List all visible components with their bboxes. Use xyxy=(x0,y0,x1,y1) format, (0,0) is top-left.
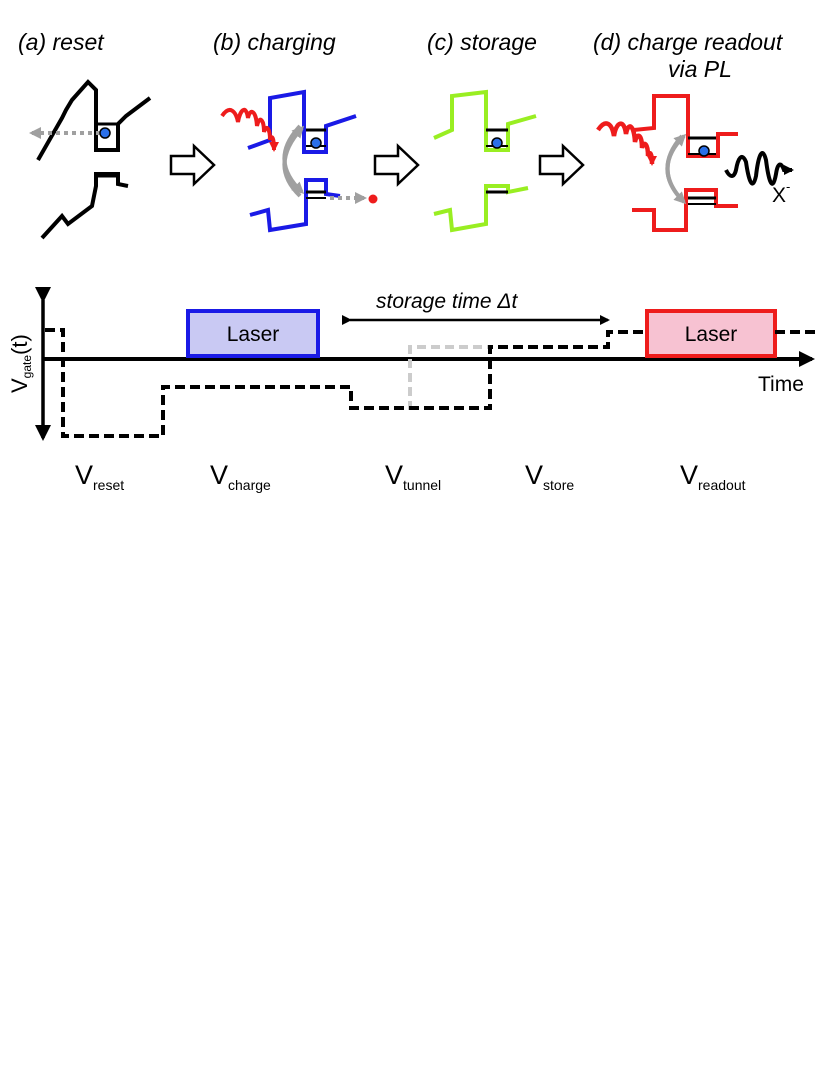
voltage-reset-label: Vreset xyxy=(75,460,124,493)
band-diagram-charging xyxy=(247,89,357,233)
conduction-band xyxy=(36,79,152,161)
exciton-label: X- xyxy=(772,179,790,207)
band-diagram-storage xyxy=(433,89,537,233)
laser-photon-icon xyxy=(596,121,657,166)
electron-dot xyxy=(99,127,111,139)
valence-band xyxy=(40,172,129,240)
gate-voltage-trace xyxy=(45,328,815,438)
panel-a-title: (a) reset xyxy=(18,29,105,55)
panel-c-title: (c) storage xyxy=(427,29,537,55)
valence-band xyxy=(433,184,529,233)
excitation-arrow-down xyxy=(665,134,687,205)
conduction-band xyxy=(633,94,738,158)
process-arrow-3 xyxy=(538,143,585,187)
storage-time-label: storage time Δt xyxy=(376,290,518,313)
valence-band xyxy=(632,188,738,232)
electron-dot xyxy=(698,145,710,157)
gate-voltage-tunnel-alt xyxy=(408,345,490,410)
laser-pulse-2 xyxy=(645,309,777,358)
panel-d-title: (d) charge readout xyxy=(593,29,784,55)
electron-dot xyxy=(310,137,322,149)
band-diagram-readout xyxy=(632,94,738,232)
voltage-charge-label: Vcharge xyxy=(210,460,271,493)
excitation-arrow-down xyxy=(282,124,305,195)
electron-dot xyxy=(491,137,503,149)
process-arrow-1 xyxy=(169,143,216,187)
panel-b-title: (b) charging xyxy=(213,29,336,55)
panel-d-subtitle: via PL xyxy=(668,56,732,82)
pl-emission-wave-icon xyxy=(724,151,794,186)
voltage-readout-label: Vreadout xyxy=(680,460,746,493)
process-arrow-2 xyxy=(373,143,420,187)
conduction-band xyxy=(433,89,537,152)
time-axis-label: Time xyxy=(758,373,804,396)
hole-dot xyxy=(368,194,378,204)
laser-pulse-1 xyxy=(186,309,320,358)
excitation-arrow-up xyxy=(282,125,305,198)
y-axis-label: Vgate(t) xyxy=(7,334,34,393)
laser-pulse-1-label: Laser xyxy=(227,323,280,346)
band-diagram-reset xyxy=(36,79,152,240)
laser-photon-icon xyxy=(220,107,279,152)
voltage-tunnel-label: Vtunnel xyxy=(385,460,441,493)
voltage-store-label: Vstore xyxy=(525,460,574,493)
laser-pulse-2-label: Laser xyxy=(685,323,738,346)
